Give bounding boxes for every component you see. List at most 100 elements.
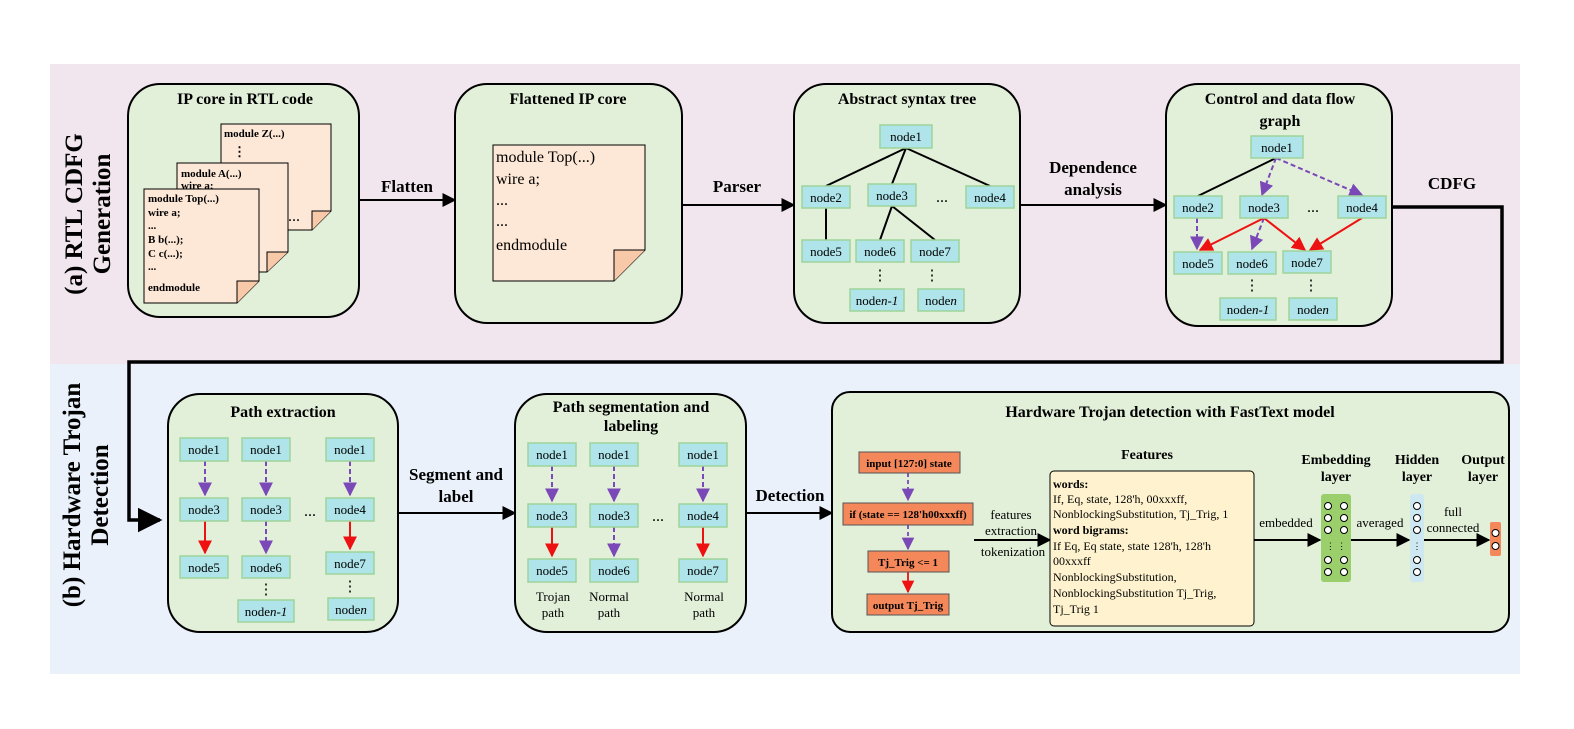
segmentation-title-2: labeling bbox=[604, 418, 658, 435]
code-input: input [127:0] state bbox=[866, 458, 952, 470]
cdfg-node7: node7 bbox=[1291, 255, 1323, 270]
cdfg-nodes: node1 node2 node3 ... node4 node5 node6 … bbox=[1173, 135, 1387, 321]
svg-text:...: ... bbox=[148, 261, 157, 273]
segmentation-edges bbox=[545, 466, 710, 558]
features-box bbox=[1049, 470, 1255, 627]
ast-node-n: noden bbox=[925, 293, 957, 308]
cdfg-node-n: noden bbox=[1297, 302, 1329, 317]
svg-text:extraction: extraction bbox=[985, 523, 1037, 538]
svg-text:If, Eq, state, 128'h, 00xxxff,: If, Eq, state, 128'h, 00xxxff, bbox=[1053, 492, 1187, 506]
fasttext-title: Hardware Trojan detection with FastText … bbox=[1005, 404, 1335, 421]
svg-text:node3: node3 bbox=[598, 508, 630, 523]
svg-text:...: ... bbox=[304, 503, 316, 520]
svg-text:node3: node3 bbox=[536, 508, 568, 523]
segmentation-nodes: node1 node3 node5 node1 node3 node6 ... … bbox=[527, 442, 728, 620]
svg-text:Output: Output bbox=[1461, 453, 1505, 468]
svg-text:⋮: ⋮ bbox=[873, 268, 888, 284]
hidden-layer: ⋮ bbox=[1410, 494, 1424, 582]
label-trojan-path-1: Trojan bbox=[536, 589, 571, 604]
pe-node-n-1: noden-1 bbox=[245, 604, 288, 619]
section-label-b: (b) Hardware Trojan Detection bbox=[59, 383, 114, 608]
svg-text:NonblockingSubstitution Tj_Tri: NonblockingSubstitution Tj_Trig, bbox=[1053, 586, 1216, 600]
embedding-layer: ⋮ ⋮ bbox=[1321, 494, 1351, 582]
svg-text:⋮: ⋮ bbox=[259, 582, 274, 598]
label-detection: Detection bbox=[756, 486, 825, 505]
label-segment-1: Segment and bbox=[409, 465, 504, 484]
svg-text:word bigrams:: word bigrams: bbox=[1053, 523, 1129, 537]
svg-text:...: ... bbox=[496, 192, 508, 209]
svg-text:If Eq, Eq state, state 128'h,: If Eq, Eq state, state 128'h, 128'h bbox=[1053, 539, 1211, 553]
svg-text:layer: layer bbox=[1468, 470, 1498, 485]
flattened-file: module Top(...) wire a; ... ... endmodul… bbox=[492, 144, 646, 282]
label-normal-path-b-1: Normal bbox=[684, 589, 724, 604]
cdfg-node1: node1 bbox=[1261, 140, 1293, 155]
svg-text:...: ... bbox=[1307, 199, 1319, 216]
svg-text:node1: node1 bbox=[188, 442, 220, 457]
svg-text:node1: node1 bbox=[687, 447, 719, 462]
ast-node7: node7 bbox=[919, 244, 951, 259]
ast-node2: node2 bbox=[810, 190, 842, 205]
ast-node3: node3 bbox=[876, 188, 908, 203]
section-a-line1: (a) RTL CDFG bbox=[61, 133, 88, 295]
svg-text:wire a;: wire a; bbox=[148, 207, 180, 219]
ast-nodes: node1 node2 node3 ... node4 node5 node6 … bbox=[801, 124, 1015, 312]
label-flatten: Flatten bbox=[381, 177, 433, 196]
svg-text:⋮: ⋮ bbox=[1245, 278, 1260, 294]
svg-text:module A(...): module A(...) bbox=[181, 168, 242, 180]
code-flow: input [127:0] state if (state == 128'h00… bbox=[842, 451, 974, 616]
file-module-top: module Top(...) wire a; ... B b(...); C … bbox=[143, 188, 260, 304]
svg-text:...: ... bbox=[652, 508, 664, 525]
svg-text:module Top(...): module Top(...) bbox=[496, 149, 595, 166]
svg-text:C c(...);: C c(...); bbox=[148, 248, 183, 260]
svg-text:tokenization: tokenization bbox=[981, 544, 1046, 559]
svg-text:node1: node1 bbox=[536, 447, 568, 462]
svg-text:node3: node3 bbox=[250, 502, 282, 517]
ast-title: Abstract syntax tree bbox=[838, 91, 976, 108]
ast-node1: node1 bbox=[890, 129, 922, 144]
section-a-line2: Generation bbox=[89, 154, 116, 275]
svg-text:node7: node7 bbox=[687, 563, 719, 578]
ast-edges bbox=[825, 147, 991, 241]
svg-text:layer: layer bbox=[1402, 470, 1432, 485]
svg-text:module Z(...): module Z(...) bbox=[224, 128, 285, 140]
label-cdfg: CDFG bbox=[1428, 174, 1476, 193]
svg-text:node5: node5 bbox=[188, 560, 220, 575]
svg-text:node6: node6 bbox=[598, 563, 630, 578]
path-extraction-nodes: node1 node3 node5 node1 node3 node6 ... … bbox=[179, 437, 375, 623]
svg-text:features: features bbox=[990, 507, 1031, 522]
label-dependence-1: Dependence bbox=[1049, 158, 1137, 177]
svg-text:node1: node1 bbox=[250, 442, 282, 457]
label-normal-path-a-2: path bbox=[598, 605, 621, 620]
svg-text:⋮: ⋮ bbox=[1413, 541, 1422, 551]
svg-text:⋮: ⋮ bbox=[925, 268, 940, 284]
svg-text:embedded: embedded bbox=[1259, 515, 1313, 530]
code-output: output Tj_Trig bbox=[873, 600, 944, 612]
ast-node-n-1: noden-1 bbox=[856, 293, 899, 308]
svg-text:node6: node6 bbox=[250, 560, 282, 575]
svg-text:⋮: ⋮ bbox=[1304, 278, 1319, 294]
svg-text:module Top(...): module Top(...) bbox=[148, 193, 219, 205]
svg-text:...: ... bbox=[288, 208, 300, 225]
ast-node5: node5 bbox=[810, 244, 842, 259]
svg-text:...: ... bbox=[496, 213, 508, 230]
section-b-line1: (b) Hardware Trojan bbox=[59, 383, 86, 608]
code-assign: Tj_Trig <= 1 bbox=[878, 557, 938, 569]
cdfg-node3: node3 bbox=[1248, 200, 1280, 215]
arrow-cdfg-connector bbox=[127, 205, 1504, 533]
svg-text:...: ... bbox=[936, 189, 948, 206]
cdfg-edges bbox=[1190, 157, 1364, 251]
features-title: Features bbox=[1121, 448, 1173, 463]
svg-text:node1: node1 bbox=[334, 442, 366, 457]
svg-text:00xxxff: 00xxxff bbox=[1053, 554, 1091, 568]
svg-text:Embedding: Embedding bbox=[1301, 453, 1370, 468]
svg-text:endmodule: endmodule bbox=[148, 282, 200, 294]
cdfg-node6: node6 bbox=[1236, 256, 1268, 271]
svg-text:⋮: ⋮ bbox=[343, 579, 358, 595]
svg-text:wire a;: wire a; bbox=[496, 171, 540, 188]
svg-text:words:: words: bbox=[1053, 477, 1088, 491]
svg-text:averaged: averaged bbox=[1357, 515, 1404, 530]
svg-text:endmodule: endmodule bbox=[496, 237, 567, 254]
svg-text:NonblockingSubstitution, Tj_Tr: NonblockingSubstitution, Tj_Trig, 1 bbox=[1053, 507, 1228, 521]
label-normal-path-a-1: Normal bbox=[589, 589, 629, 604]
